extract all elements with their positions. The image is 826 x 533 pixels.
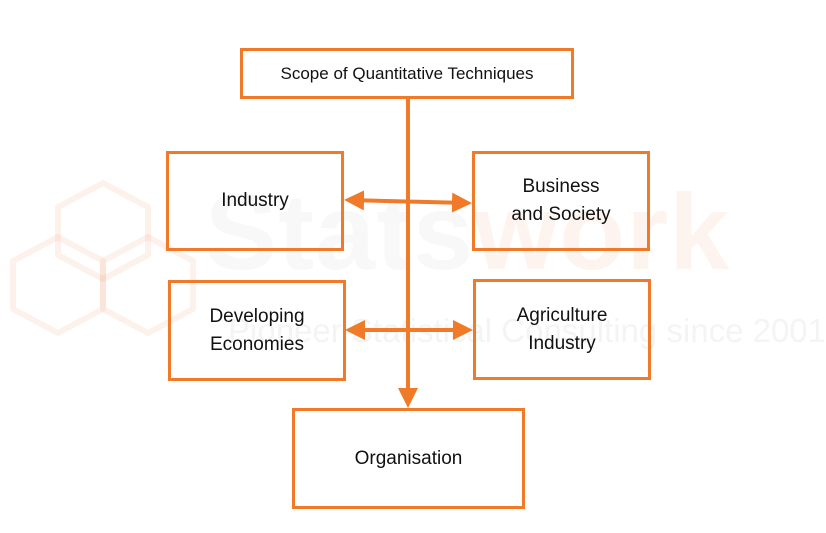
node-agriculture-industry: Agriculture Industry — [473, 279, 651, 380]
node-organisation: Organisation — [292, 408, 525, 509]
node-root-label: Scope of Quantitative Techniques — [280, 63, 534, 83]
node-business-and-society: Business and Society — [472, 151, 650, 251]
node-industry: Industry — [166, 151, 344, 251]
node-agriculture-label: Agriculture Industry — [516, 304, 608, 354]
node-root: Scope of Quantitative Techniques — [240, 48, 574, 99]
edge-industry-business — [344, 190, 472, 213]
diagram-canvas: Statswork Pioneer Statistical Consulting… — [10, 48, 826, 509]
connector-layer — [344, 99, 473, 408]
node-industry-label: Industry — [221, 190, 289, 211]
node-organisation-label: Organisation — [354, 447, 463, 469]
node-developing-economies: Developing Economies — [168, 280, 346, 381]
node-business-label: Business and Society — [511, 176, 611, 225]
node-developing-label: Developing Economies — [209, 305, 305, 355]
